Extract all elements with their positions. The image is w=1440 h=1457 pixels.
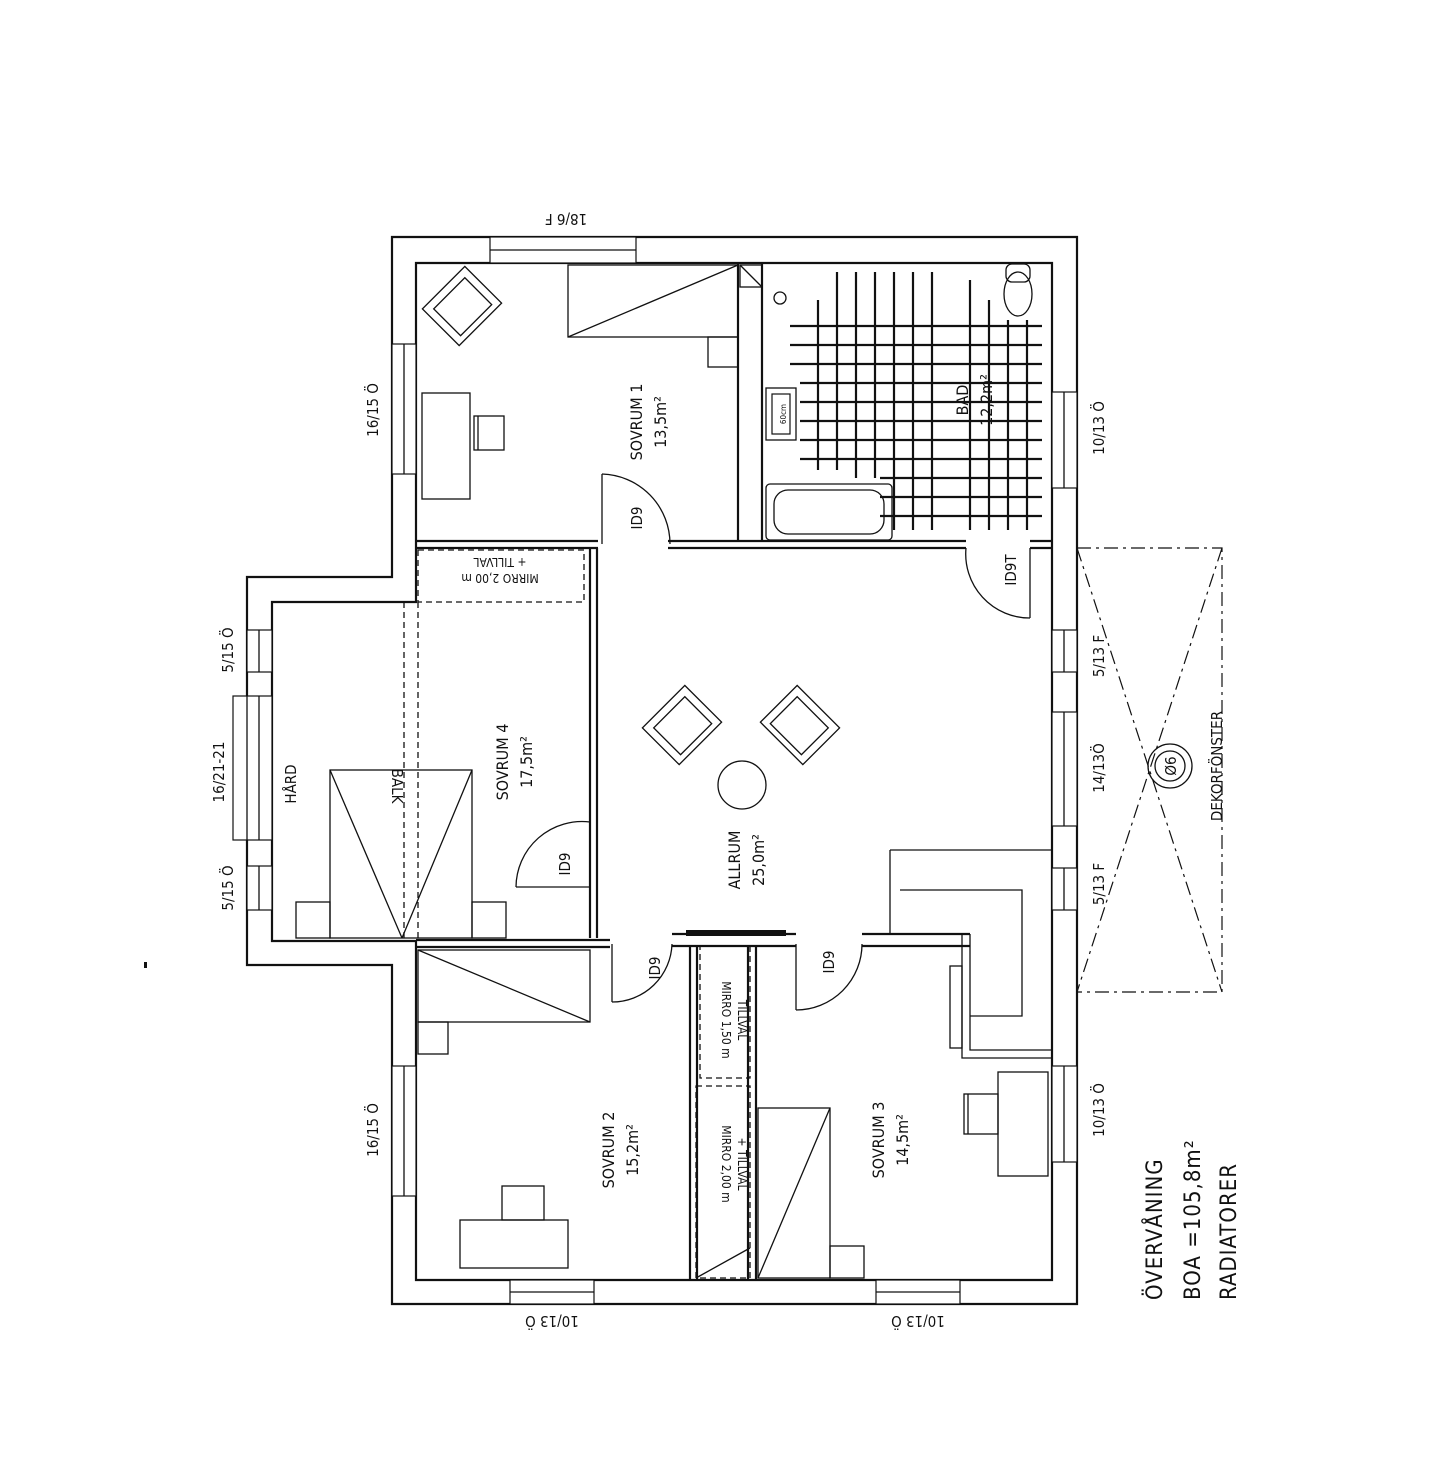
window-label-left-sovrum2: 16/15 Ö (363, 1103, 382, 1157)
room-allrum-name: ALLRUM (725, 831, 744, 890)
hard-label: HÅRD (281, 764, 300, 803)
window-label-left-lower-small: 5/15 Ö (218, 865, 237, 910)
door-label-sovrum1: ID9 (628, 507, 646, 530)
room-sovrum2-name: SOVRUM 2 (599, 1112, 618, 1189)
title-line1: ÖVERVÅNING (1141, 1158, 1168, 1300)
room-sovrum4-name: SOVRUM 4 (493, 724, 512, 801)
dekor-size-label: Ø6 (1162, 756, 1180, 775)
wardrobe-mid-lower-line1: MIRRO 2,00 m (719, 1125, 733, 1202)
door-label-sovrum2: ID9 (646, 957, 664, 980)
room-sovrum2-area: 15,2m² (623, 1124, 642, 1176)
door-labels: ID9 ID9T ID9 ID9 ID9 (556, 507, 1020, 980)
wardrobe-mid-upper-line2: TILLVAL (735, 999, 749, 1041)
window-label-left-door: 16/21-21 (210, 742, 228, 803)
room-sovrum4-area: 17,5m² (517, 736, 536, 788)
room-sovrum1-name: SOVRUM 1 (627, 384, 646, 461)
wardrobe-labels: MIRRO 2,00 m + TILLVAL MIRRO 1,50 m TILL… (461, 555, 749, 1203)
window-label-right-middle: 14/13Ö (1089, 743, 1108, 793)
title-line2: BOA =105,8m² (1181, 1139, 1206, 1300)
room-sovrum3-area: 14,5m² (893, 1114, 912, 1166)
room-bad-name: BAD (953, 385, 972, 416)
room-bad-area: 12,2m² (977, 374, 996, 426)
annotations: BALK HÅRD DEKORFÖNSTER Ø6 60cm (281, 404, 1226, 821)
door-label-sovrum3: ID9 (820, 951, 838, 974)
window-label-right-bad: 10/13 Ö (1089, 401, 1108, 455)
window-label-right-lower-small: 5/13 F (1090, 863, 1108, 905)
wardrobe-mid-lower-line2: + TILLVAL (735, 1138, 749, 1191)
furniture (295, 263, 1049, 1279)
window-label-right-upper-small: 5/13 F (1090, 635, 1108, 677)
window-label-top: 18/6 F (545, 210, 587, 228)
title-line3: RADIATORER (1217, 1163, 1242, 1300)
wardrobe-sovrum4-line2: + TILLVAL (474, 555, 527, 569)
window-label-right-sovrum3: 10/13 Ö (1089, 1083, 1108, 1137)
roof-outline (1076, 547, 1223, 993)
wardrobe-mid-upper-line1: MIRRO 1,50 m (719, 981, 733, 1058)
window-label-bottom-right: 10/13 Ö (891, 1312, 945, 1331)
dekorfonster-label: DEKORFÖNSTER (1207, 711, 1226, 821)
sink-label: 60cm (779, 404, 788, 424)
tile-grid (790, 272, 1042, 530)
window-labels: 18/6 F 16/15 Ö 10/13 Ö 5/15 Ö 16/21-21 5… (210, 210, 1108, 1331)
title-block: ÖVERVÅNING BOA =105,8m² RADIATORER (1141, 1139, 1242, 1300)
room-allrum-area: 25,0m² (749, 834, 768, 886)
doors (515, 473, 1031, 1011)
room-sovrum3-name: SOVRUM 3 (869, 1102, 888, 1179)
room-labels: SOVRUM 1 13,5m² BAD 12,2m² SOVRUM 4 17,5… (493, 374, 996, 1188)
window-label-left-upper-small: 5/15 Ö (218, 627, 237, 672)
balk-label: BALK (388, 769, 406, 805)
wardrobe-sovrum4-line1: MIRRO 2,00 m (461, 571, 538, 585)
window-label-left-sovrum1: 16/15 Ö (363, 383, 382, 437)
windows (232, 236, 1078, 1305)
room-sovrum1-area: 13,5m² (651, 396, 670, 448)
door-label-sovrum4: ID9 (556, 853, 574, 876)
door-label-bad: ID9T (1002, 554, 1020, 586)
window-label-bottom-left: 10/13 Ö (525, 1312, 579, 1331)
